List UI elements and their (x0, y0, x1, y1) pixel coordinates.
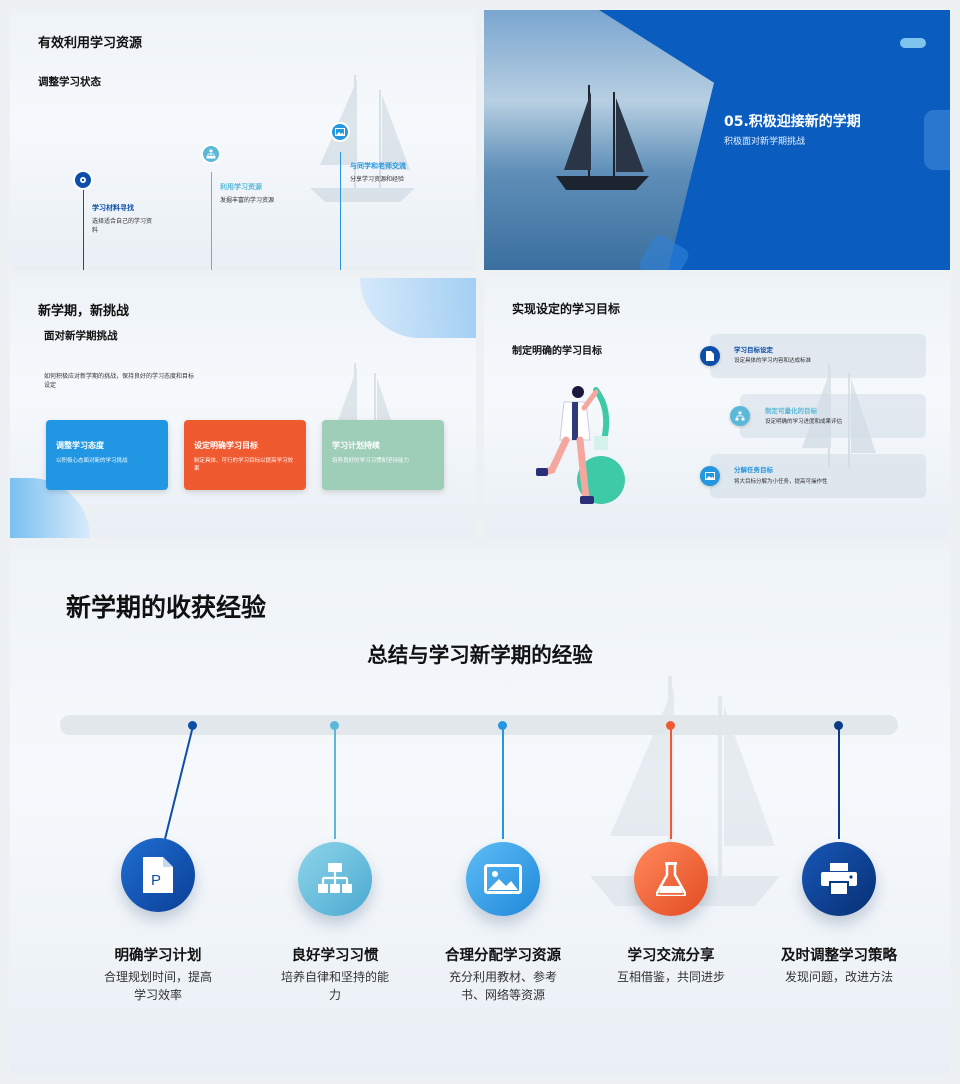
timeline-marker (330, 721, 339, 730)
slide-4[interactable]: 实现设定的学习目标 制定明确的学习目标 学习目标设定 设定具体的学习内容和达成标… (484, 278, 950, 538)
step-line (340, 152, 341, 270)
slide-1[interactable]: 有效利用学习资源 调整学习状态 学习材料寻找 选择适合自己的学习资料 利用学习资… (10, 10, 476, 270)
item-desc: 充分利用教材、参考书、网络等资源 (448, 970, 557, 1002)
sailboat-icon (556, 85, 649, 190)
image-icon (330, 122, 350, 142)
item-title: 及时调整学习策略 (781, 948, 897, 964)
hierarchy-icon (201, 144, 221, 164)
item-title: 良好学习习惯 (291, 948, 379, 964)
scientist-illustration (536, 386, 625, 504)
timeline-marker (498, 721, 507, 730)
decor-pill (900, 38, 926, 48)
slide-title: 新学期，新挑战 (38, 304, 130, 319)
goal-item[interactable] (740, 394, 926, 438)
item-title: 明确学习计划 (114, 948, 202, 964)
goal-desc: 将大目标分解为小任务，提高可操作性 (734, 479, 828, 485)
goal-title: 制定可量化的目标 (765, 407, 817, 415)
timeline-marker (188, 721, 197, 730)
card-desc: 培养良好的学习习惯和坚持能力 (332, 458, 410, 464)
step-title: 学习材料寻找 (92, 204, 134, 212)
image-icon (466, 842, 540, 916)
item-desc: 培养自律和坚持的能力 (280, 970, 389, 1002)
slide-subtitle: 面对新学期挑战 (44, 330, 118, 342)
timeline-marker (666, 721, 675, 730)
goal-item[interactable] (710, 454, 926, 498)
step-desc: 选择适合自己的学习资料 (92, 218, 153, 234)
step-line (211, 172, 212, 270)
card-desc: 以积极心态面对新的学习挑战 (56, 458, 128, 464)
goal-title: 学习目标设定 (734, 346, 773, 354)
slide-subtitle: 调整学习状态 (38, 76, 101, 88)
slide-subtitle: 积极面对新学期挑战 (724, 137, 806, 147)
slide-title: 新学期的收获经验 (66, 593, 267, 622)
item-title: 学习交流分享 (627, 948, 715, 964)
flask-icon (634, 842, 708, 916)
card-title: 设定明确学习目标 (194, 441, 258, 450)
location-pin-icon (73, 170, 93, 190)
item-desc: 发现问题，改进方法 (784, 970, 893, 984)
intro-text: 如何积极应对新学期的挑战，保持良好的学习态度和目标设定 (44, 373, 195, 389)
slide-title: 有效利用学习资源 (38, 36, 143, 51)
card-attitude[interactable]: 调整学习态度 以积极心态面对新的学习挑战 (46, 420, 168, 490)
goal-item[interactable] (710, 334, 926, 378)
step-line (83, 188, 84, 270)
goal-title: 分解任务目标 (734, 466, 773, 474)
timeline-marker (834, 721, 843, 730)
card-title: 学习计划持续 (332, 441, 380, 450)
item-title: 合理分配学习资源 (445, 948, 561, 964)
card-goal[interactable]: 设定明确学习目标 制定具体、可行的学习目标以提高学习效果 (184, 420, 306, 490)
sailboat-background-icon (310, 75, 415, 202)
hierarchy-icon (298, 842, 372, 916)
timeline-bar (60, 715, 898, 735)
slide-title: 实现设定的学习目标 (512, 302, 621, 316)
hierarchy-icon (730, 406, 750, 426)
card-title: 调整学习态度 (56, 441, 104, 450)
step-title: 与同学和老师交流 (350, 162, 406, 170)
document-icon (700, 346, 720, 366)
step-desc: 分享学习资源和经验 (350, 176, 405, 183)
ppt-file-icon: P (121, 838, 195, 912)
slide-5[interactable]: 新学期的收获经验 总结与学习新学期的经验 P 明确学习计划 合理规划时间，提高学… (10, 546, 950, 1074)
slide-subtitle: 总结与学习新学期的经验 (367, 643, 593, 667)
svg-text:P: P (151, 872, 161, 889)
card-desc: 制定具体、可行的学习目标以提高学习效果 (194, 458, 294, 472)
slide-3[interactable]: 新学期，新挑战 面对新学期挑战 如何积极应对新学期的挑战，保持良好的学习态度和目… (10, 278, 476, 538)
item-desc: 合理规划时间，提高学习效率 (103, 970, 212, 1002)
goal-desc: 设定明确的学习进度和成果评估 (765, 419, 843, 425)
slide-2[interactable]: 05.积极迎接新的学期 积极面对新学期挑战 (484, 10, 950, 270)
printer-icon (802, 842, 876, 916)
timeline-connectors (164, 725, 840, 840)
slide-subtitle: 制定明确的学习目标 (512, 346, 602, 357)
step-desc: 发掘丰富的学习资源 (220, 197, 275, 204)
decor-shape (924, 110, 950, 170)
decor-shape (360, 278, 476, 338)
image-icon (700, 466, 720, 486)
item-desc: 互相借鉴，共同进步 (616, 970, 725, 984)
sailboat-photo (484, 10, 714, 270)
card-plan[interactable]: 学习计划持续 培养良好的学习习惯和坚持能力 (322, 420, 444, 490)
goal-desc: 设定具体的学习内容和达成标准 (734, 358, 812, 364)
slide-title: 05.积极迎接新的学期 (724, 114, 861, 130)
step-title: 利用学习资源 (220, 183, 262, 191)
